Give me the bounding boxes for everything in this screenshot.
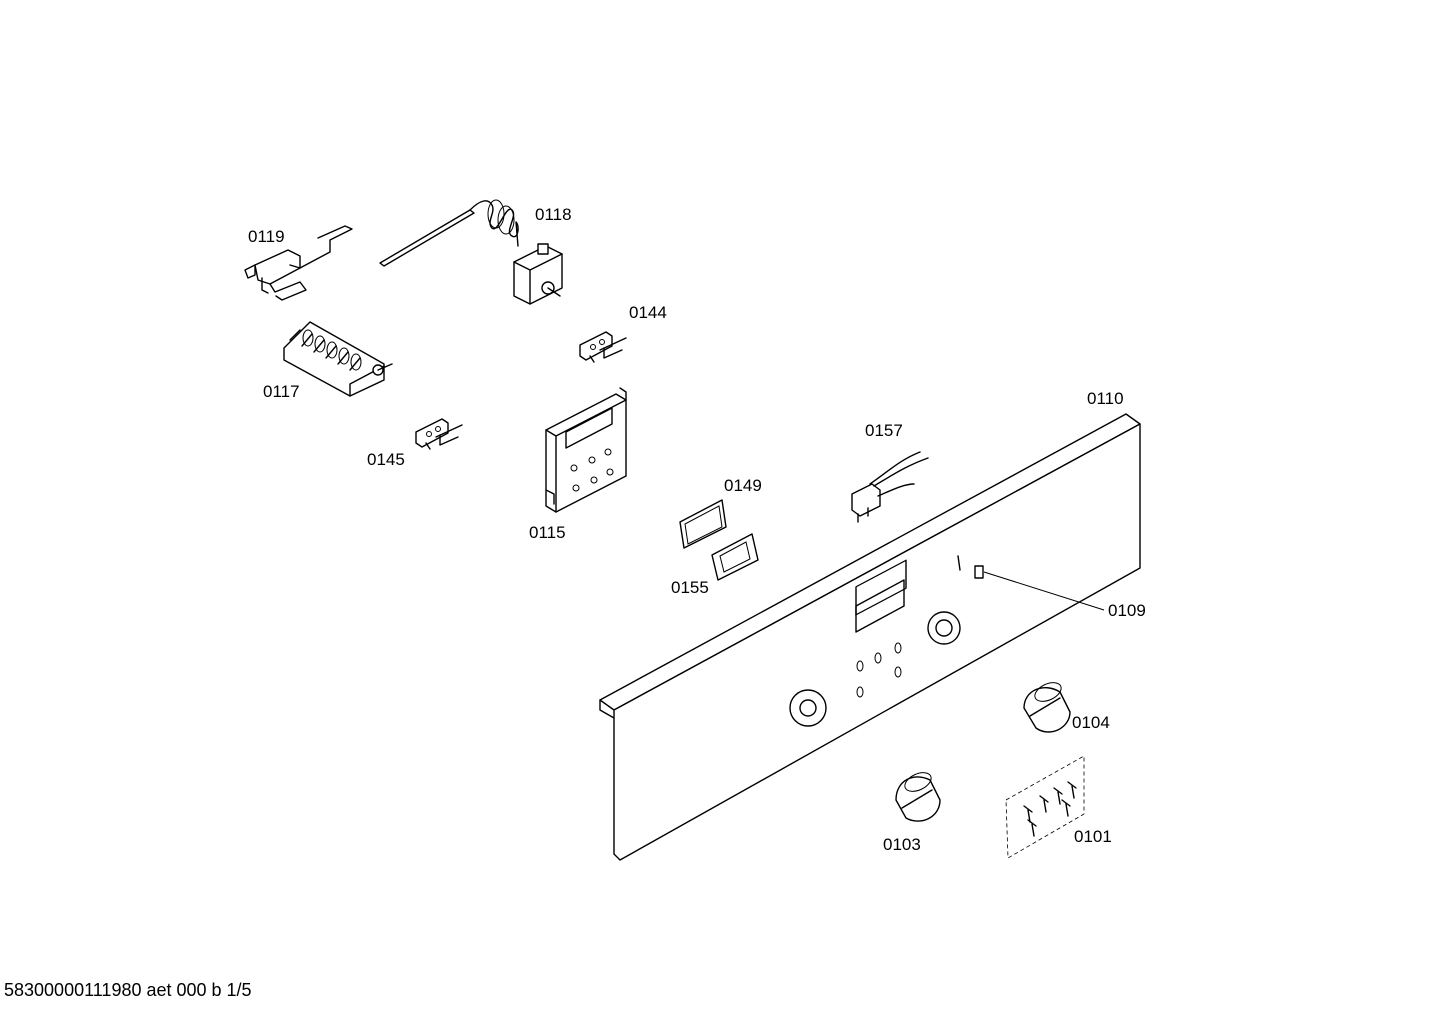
label-0104: 0104 (1072, 713, 1110, 732)
label-0157: 0157 (865, 421, 903, 440)
part-0149-display-film (679, 499, 727, 549)
part-0155-display-seal (711, 533, 759, 581)
part-0101-screws (1005, 755, 1085, 859)
label-0118: 0118 (535, 205, 572, 224)
label-0145: 0145 (367, 450, 405, 469)
label-0115: 0115 (529, 523, 566, 542)
label-0110: 0110 (1087, 389, 1124, 408)
part-0118-thermostat (379, 199, 563, 305)
label-0144: 0144 (629, 303, 667, 322)
label-0155: 0155 (671, 578, 709, 597)
label-0101: 0101 (1074, 827, 1112, 846)
label-0119: 0119 (248, 227, 285, 246)
part-0103-knob (895, 772, 941, 822)
part-0145-terminal (415, 418, 463, 450)
part-0110-control-panel (599, 413, 1141, 861)
part-0117-selector-switch (283, 321, 393, 397)
label-0103: 0103 (883, 835, 921, 854)
part-0144-terminal (579, 331, 627, 363)
part-0119-bracket (244, 225, 353, 301)
label-0109: 0109 (1108, 601, 1146, 620)
part-0115-clock-module (545, 387, 627, 513)
label-0117: 0117 (263, 382, 300, 401)
document-id: 58300000111980 aet 000 b 1/5 (4, 980, 252, 1000)
leader-0109 (983, 571, 1105, 611)
part-0104-knob (1023, 682, 1071, 733)
part-0157-sensor (851, 451, 929, 523)
label-0149: 0149 (724, 476, 762, 495)
